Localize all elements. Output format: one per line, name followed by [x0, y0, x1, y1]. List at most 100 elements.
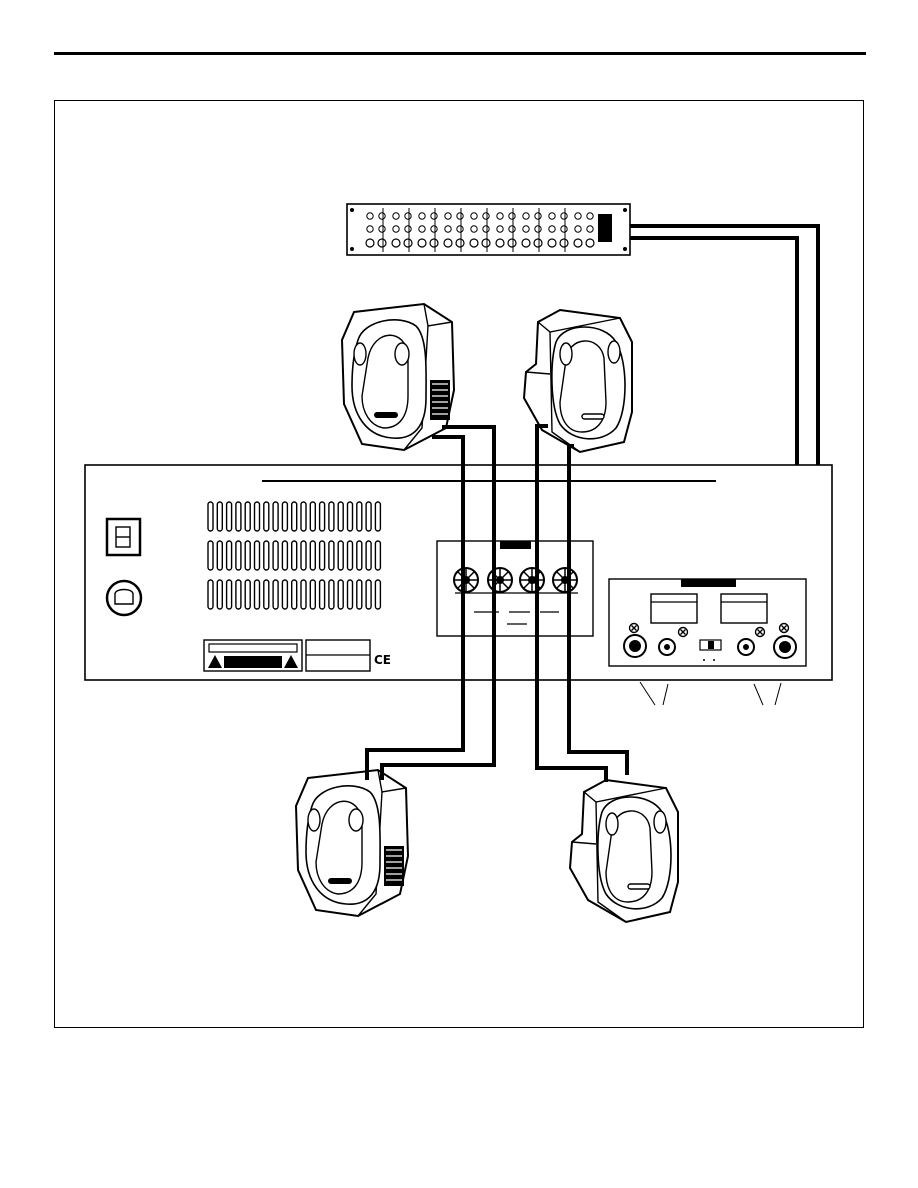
mixer-knob[interactable]	[367, 226, 373, 232]
power-switch-icon[interactable]	[107, 519, 140, 555]
mixer-gain-knob[interactable]	[586, 239, 594, 247]
input-jack-xlr-left[interactable]	[624, 635, 646, 657]
screw-icon	[756, 628, 765, 637]
mixer-knob[interactable]	[379, 213, 385, 219]
mixer-knob[interactable]	[471, 226, 477, 232]
mixer-gain-knob[interactable]	[560, 239, 568, 247]
binding-post-2[interactable]	[488, 568, 512, 592]
mixer-knob[interactable]	[405, 213, 411, 219]
mixer-knob[interactable]	[575, 213, 581, 219]
mixer-knob[interactable]	[445, 226, 451, 232]
mixer-rack-unit	[347, 204, 630, 255]
vent-slot	[375, 580, 380, 609]
binding-post-3[interactable]	[520, 568, 544, 592]
vent-slot	[366, 580, 371, 609]
mixer-knob[interactable]	[405, 226, 411, 232]
mixer-knob[interactable]	[419, 226, 425, 232]
binding-post-4[interactable]	[553, 568, 577, 592]
mixer-gain-knob[interactable]	[404, 239, 412, 247]
mixer-knob[interactable]	[483, 226, 489, 232]
mixer-knob[interactable]	[471, 213, 477, 219]
mixer-gain-knob[interactable]	[482, 239, 490, 247]
mixer-gain-knob[interactable]	[378, 239, 386, 247]
input-jack-xlr-right[interactable]	[774, 636, 796, 658]
vent-slot	[348, 502, 353, 531]
vent-slot	[338, 541, 343, 570]
mixer-gain-knob[interactable]	[392, 239, 400, 247]
warning-label	[204, 640, 302, 671]
vent-slot	[282, 541, 287, 570]
mixer-gain-knob[interactable]	[456, 239, 464, 247]
mixer-knob[interactable]	[523, 213, 529, 219]
mixer-knob[interactable]	[431, 213, 437, 219]
mixer-knob[interactable]	[497, 226, 503, 232]
mixer-knob[interactable]	[523, 226, 529, 232]
mixer-level-meter	[598, 214, 612, 242]
vent-slot	[348, 541, 353, 570]
vent-slot	[310, 541, 315, 570]
vent-slot	[292, 502, 297, 531]
vent-slot	[310, 580, 315, 609]
mixer-gain-knob[interactable]	[522, 239, 530, 247]
mixer-gain-knob[interactable]	[508, 239, 516, 247]
speaker-top-right	[524, 310, 632, 452]
vent-slot	[264, 502, 269, 531]
serial-label	[306, 640, 370, 671]
mixer-knob[interactable]	[379, 226, 385, 232]
mixer-knob[interactable]	[445, 213, 451, 219]
vent-slot	[366, 541, 371, 570]
vent-slot	[255, 580, 260, 609]
mixer-knob[interactable]	[535, 213, 541, 219]
mixer-knob[interactable]	[457, 213, 463, 219]
mixer-knob[interactable]	[509, 226, 515, 232]
mixer-gain-knob[interactable]	[366, 239, 374, 247]
mixer-knob[interactable]	[497, 213, 503, 219]
mixer-gain-knob[interactable]	[574, 239, 582, 247]
mixer-gain-knob[interactable]	[430, 239, 438, 247]
vent-slot	[273, 502, 278, 531]
vent-slot	[217, 580, 222, 609]
mixer-knob[interactable]	[561, 213, 567, 219]
vent-slot	[208, 541, 213, 570]
mixer-knob[interactable]	[483, 213, 489, 219]
mixer-gain-knob[interactable]	[418, 239, 426, 247]
vent-slot	[245, 502, 250, 531]
mixer-gain-knob[interactable]	[470, 239, 478, 247]
mixer-knob[interactable]	[457, 226, 463, 232]
vent-slot	[338, 580, 343, 609]
input-jack-rca-left[interactable]	[659, 639, 675, 655]
mixer-knob[interactable]	[535, 226, 541, 232]
mixer-gain-knob[interactable]	[444, 239, 452, 247]
mixer-gain-knob[interactable]	[548, 239, 556, 247]
mixer-knob[interactable]	[587, 213, 593, 219]
mixer-knob[interactable]	[393, 213, 399, 219]
vent-slot	[357, 541, 362, 570]
mixer-knob[interactable]	[549, 226, 555, 232]
vent-slot	[208, 580, 213, 609]
vent-slot	[264, 541, 269, 570]
mixer-knob[interactable]	[549, 213, 555, 219]
vent-slot	[208, 502, 213, 531]
speaker-bottom-right	[570, 780, 678, 922]
vent-slot	[217, 541, 222, 570]
fuse-holder-icon[interactable]	[107, 581, 141, 615]
mixer-knob[interactable]	[587, 226, 593, 232]
mixer-knob[interactable]	[509, 213, 515, 219]
mixer-knob[interactable]	[393, 226, 399, 232]
mixer-knob[interactable]	[561, 226, 567, 232]
mixer-knob[interactable]	[367, 213, 373, 219]
vent-slot	[282, 502, 287, 531]
vent-slot	[264, 580, 269, 609]
mixer-gain-knob[interactable]	[534, 239, 542, 247]
mixer-knob[interactable]	[431, 226, 437, 232]
binding-post-1[interactable]	[454, 568, 478, 592]
mixer-knob[interactable]	[419, 213, 425, 219]
input-jack-rca-right[interactable]	[738, 639, 754, 655]
vent-slot	[301, 580, 306, 609]
vent-slot	[348, 580, 353, 609]
ce-mark-icon: CE	[374, 653, 391, 667]
mixer-gain-knob[interactable]	[496, 239, 504, 247]
mixer-knob[interactable]	[575, 226, 581, 232]
vent-slot	[227, 541, 232, 570]
